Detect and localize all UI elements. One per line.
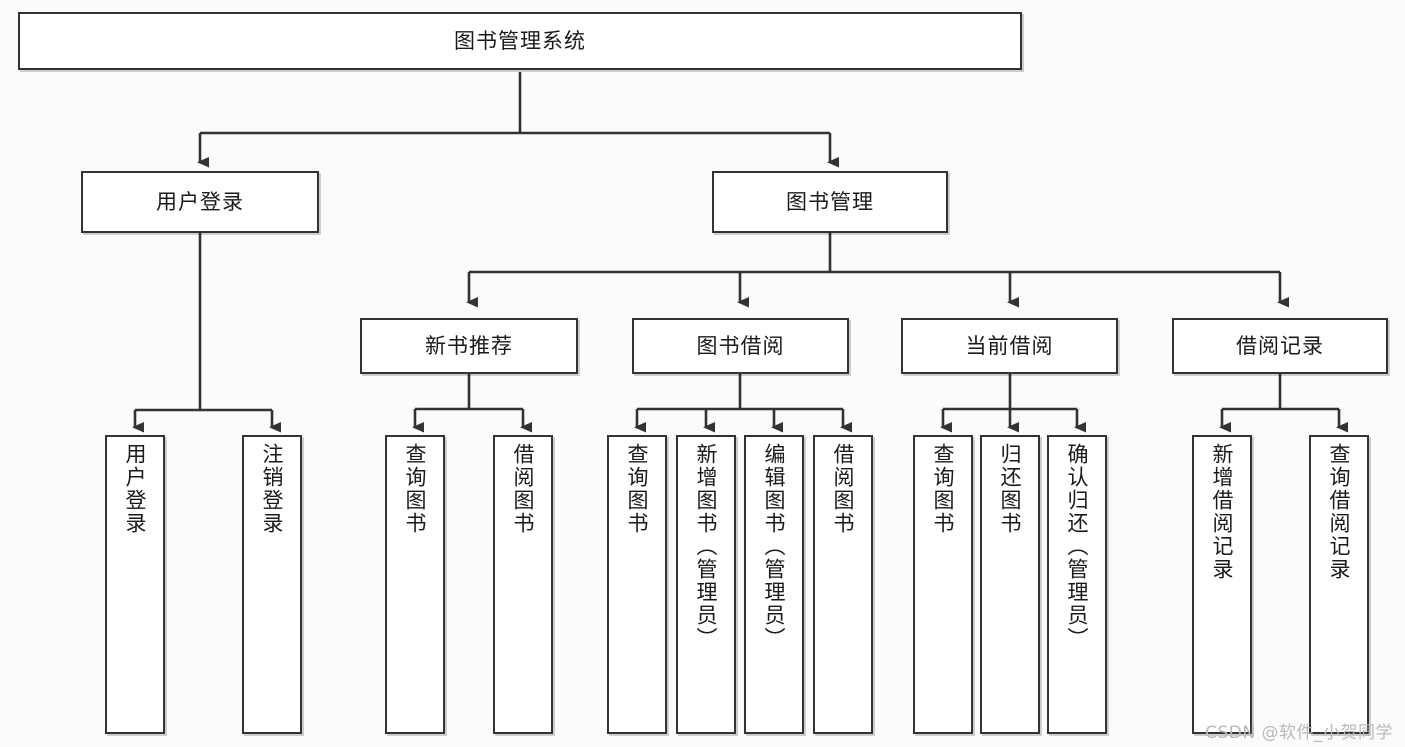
leaf-user-login[interactable]: 用户登录 <box>105 435 165 734</box>
node-new-book-recommend[interactable]: 新书推荐 <box>360 318 578 374</box>
leaf-add-borrow-record[interactable]: 新增借阅记录 <box>1192 435 1252 734</box>
leaf-add-borrow-record-label: 新增借阅记录 <box>1210 443 1235 581</box>
leaf-return-books-label: 归还图书 <box>998 443 1023 535</box>
leaf-query-books-borrow-label: 查询图书 <box>625 443 650 535</box>
leaf-return-books[interactable]: 归还图书 <box>980 435 1040 734</box>
node-new-book-recommend-label: 新书推荐 <box>425 333 513 358</box>
node-user-login-label: 用户登录 <box>156 189 244 214</box>
node-book-management[interactable]: 图书管理 <box>712 171 948 233</box>
leaf-user-login-label: 用户登录 <box>123 443 148 535</box>
leaf-query-books-recommend[interactable]: 查询图书 <box>385 435 445 734</box>
leaf-query-books-current[interactable]: 查询图书 <box>913 435 973 734</box>
leaf-logout-login-label: 注销登录 <box>260 443 285 535</box>
leaf-query-books-borrow[interactable]: 查询图书 <box>607 435 667 734</box>
node-borrow-record-label: 借阅记录 <box>1236 333 1324 358</box>
leaf-query-books-current-label: 查询图书 <box>931 443 956 535</box>
node-root-label: 图书管理系统 <box>454 28 586 53</box>
leaf-borrow-books-borrow[interactable]: 借阅图书 <box>813 435 873 734</box>
leaf-confirm-return-admin-label: 确认归还（管理员） <box>1065 443 1090 650</box>
node-user-login[interactable]: 用户登录 <box>81 171 319 233</box>
leaf-add-book-admin[interactable]: 新增图书（管理员） <box>676 435 736 734</box>
leaf-edit-book-admin-label: 编辑图书（管理员） <box>762 443 787 650</box>
node-borrow-record[interactable]: 借阅记录 <box>1172 318 1388 374</box>
node-book-borrow[interactable]: 图书借阅 <box>632 318 849 374</box>
csdn-watermark: CSDN @软件_小贺同学 <box>1205 723 1393 743</box>
leaf-query-books-recommend-label: 查询图书 <box>403 443 428 535</box>
leaf-borrow-books-recommend-label: 借阅图书 <box>511 443 536 535</box>
leaf-add-book-admin-label: 新增图书（管理员） <box>694 443 719 650</box>
leaf-borrow-books-recommend[interactable]: 借阅图书 <box>493 435 553 734</box>
node-current-borrow[interactable]: 当前借阅 <box>901 318 1118 374</box>
node-root[interactable]: 图书管理系统 <box>18 12 1022 70</box>
leaf-query-borrow-record[interactable]: 查询借阅记录 <box>1309 435 1369 734</box>
leaf-logout-login[interactable]: 注销登录 <box>242 435 302 734</box>
leaf-confirm-return-admin[interactable]: 确认归还（管理员） <box>1047 435 1107 734</box>
node-book-management-label: 图书管理 <box>786 189 874 214</box>
node-book-borrow-label: 图书借阅 <box>696 333 785 358</box>
leaf-edit-book-admin[interactable]: 编辑图书（管理员） <box>744 435 804 734</box>
leaf-query-borrow-record-label: 查询借阅记录 <box>1327 443 1352 581</box>
node-current-borrow-label: 当前借阅 <box>965 333 1054 358</box>
leaf-borrow-books-borrow-label: 借阅图书 <box>831 443 856 535</box>
